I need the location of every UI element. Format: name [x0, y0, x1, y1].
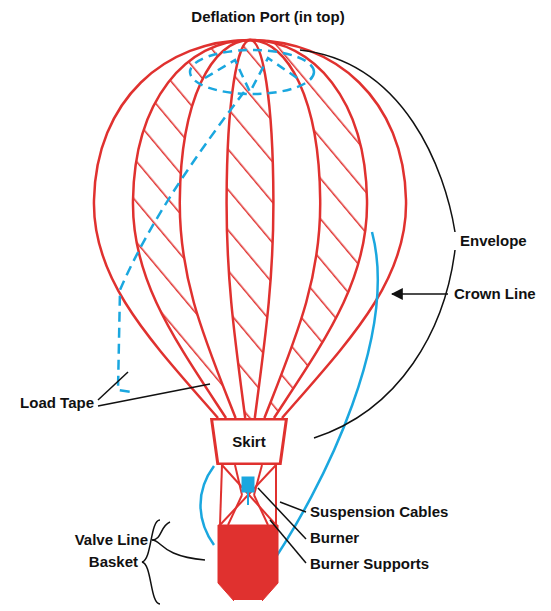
- callout-label: Load Tape: [20, 394, 94, 412]
- load-tape: [227, 40, 250, 418]
- basket: [218, 525, 278, 601]
- callout-label: Envelope: [460, 232, 527, 250]
- callout-label: Burner: [310, 529, 359, 547]
- valve-line: [118, 92, 244, 392]
- striped-gore: [227, 40, 274, 418]
- suspension-cables: [220, 465, 276, 525]
- burner: [242, 477, 254, 492]
- callout-label: Suspension Cables: [310, 503, 448, 521]
- callout-label: Burner Supports: [310, 555, 429, 573]
- callout-label: Basket: [89, 553, 138, 571]
- callout-label: Deflation Port (in top): [191, 8, 344, 26]
- leader-lines: [98, 50, 455, 604]
- load-tape: [250, 40, 273, 418]
- load-tape: [250, 40, 367, 418]
- skirt-band: Skirt: [210, 418, 288, 465]
- load-tape: [250, 40, 406, 418]
- callout-label: Valve Line: [75, 531, 148, 549]
- valve-line: [201, 466, 215, 545]
- deflation-port: [190, 50, 314, 94]
- burner: [247, 492, 249, 505]
- callout-label: Crown Line: [454, 285, 536, 303]
- crown-line: [262, 232, 378, 578]
- basket-rim: [234, 600, 262, 602]
- striped-gore: [250, 40, 367, 418]
- part-label: Skirt: [232, 433, 265, 450]
- envelope-gores: [94, 40, 406, 418]
- load-tape: [94, 40, 250, 418]
